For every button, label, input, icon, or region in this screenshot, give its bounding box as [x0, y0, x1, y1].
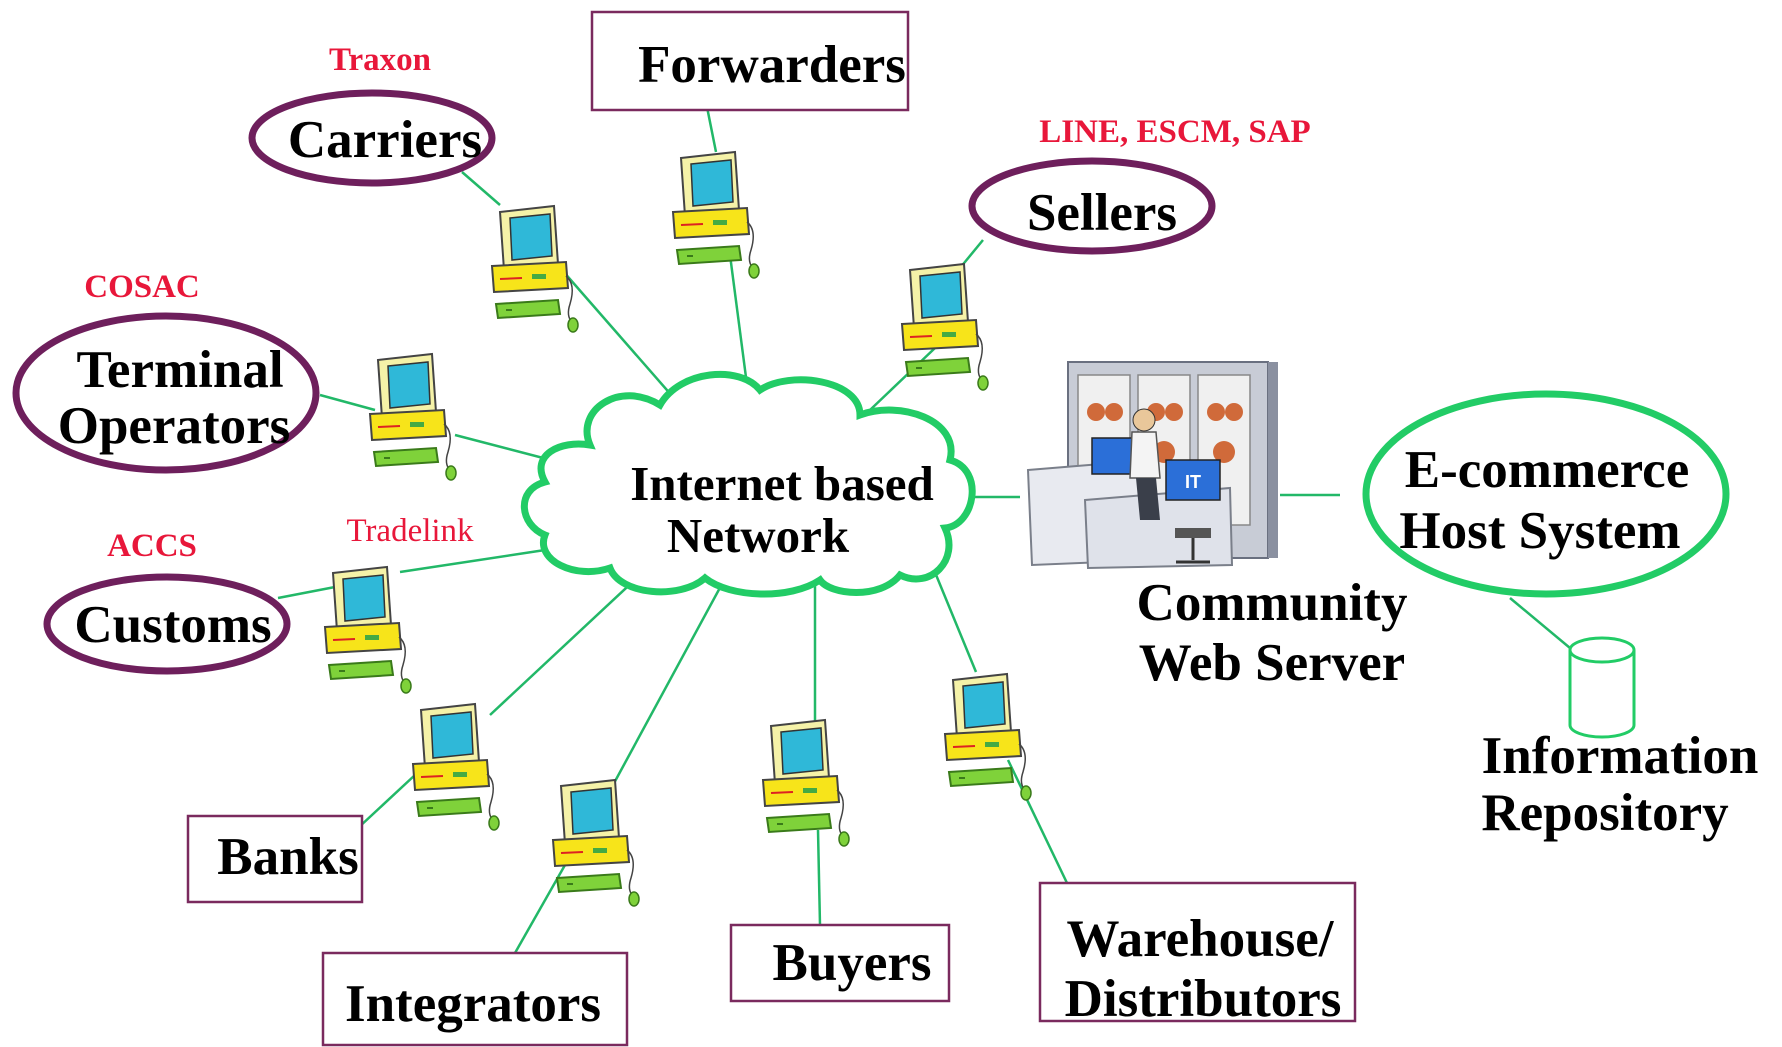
buyers-box: [729, 923, 951, 1003]
customs-system-label: ACCS: [107, 528, 197, 564]
tradelink-label: Tradelink: [346, 513, 474, 549]
integrators-box: [321, 951, 629, 1047]
sellers-ellipse: [968, 157, 1216, 255]
sellers-system-label: LINE, ESCM, SAP: [1039, 114, 1310, 150]
carriers-ellipse: [248, 89, 496, 187]
buyers-label: Buyers: [773, 934, 932, 992]
customs-label: Customs: [74, 596, 271, 654]
computer-icon-forwarders: [672, 151, 760, 279]
computer-icon-terminal: [369, 353, 457, 481]
center-label-line1: Internet based: [630, 456, 934, 511]
server-label-line1: Community: [1137, 574, 1408, 632]
internet-cloud: [520, 370, 976, 598]
repository-label-line2: Repository: [1481, 784, 1728, 842]
server-room-icon: IT: [1026, 361, 1278, 570]
terminal-ellipse: [12, 312, 320, 474]
computer-icon-banks: [412, 703, 500, 831]
banks-label: Banks: [217, 828, 358, 886]
repository-label-line1: Information: [1482, 727, 1759, 785]
terminal-label-line1: Terminal: [76, 341, 283, 399]
host-ellipse: [1362, 390, 1730, 598]
forwarders-label: Forwarders: [638, 36, 906, 94]
computer-icon-integrators: [552, 779, 640, 907]
server-badge-text: IT: [1185, 472, 1201, 492]
banks-box: [186, 814, 364, 904]
sellers-label: Sellers: [1027, 184, 1177, 242]
carriers-label: Carriers: [288, 111, 482, 169]
warehouse-box: [1038, 881, 1357, 1023]
warehouse-label-line2: Distributors: [1065, 970, 1342, 1028]
computer-icon-sellers: [901, 263, 989, 391]
computer-icon-customs: [324, 566, 412, 694]
database-cylinder-icon: [1568, 636, 1636, 739]
computer-icon-carriers: [491, 205, 579, 333]
computer-icon-buyers: [762, 719, 850, 847]
carriers-system-label: Traxon: [329, 42, 431, 78]
center-label-line2: Network: [667, 508, 850, 563]
forwarders-box: [590, 10, 910, 112]
terminal-label-line2: Operators: [58, 397, 291, 455]
server-label-line2: Web Server: [1139, 634, 1405, 692]
integrators-label: Integrators: [345, 975, 601, 1033]
customs-ellipse: [43, 573, 291, 675]
host-label-line1: E-commerce: [1405, 441, 1689, 499]
host-label-line2: Host System: [1399, 502, 1680, 560]
warehouse-label-line1: Warehouse/: [1067, 910, 1335, 968]
terminal-system-label: COSAC: [84, 269, 200, 305]
